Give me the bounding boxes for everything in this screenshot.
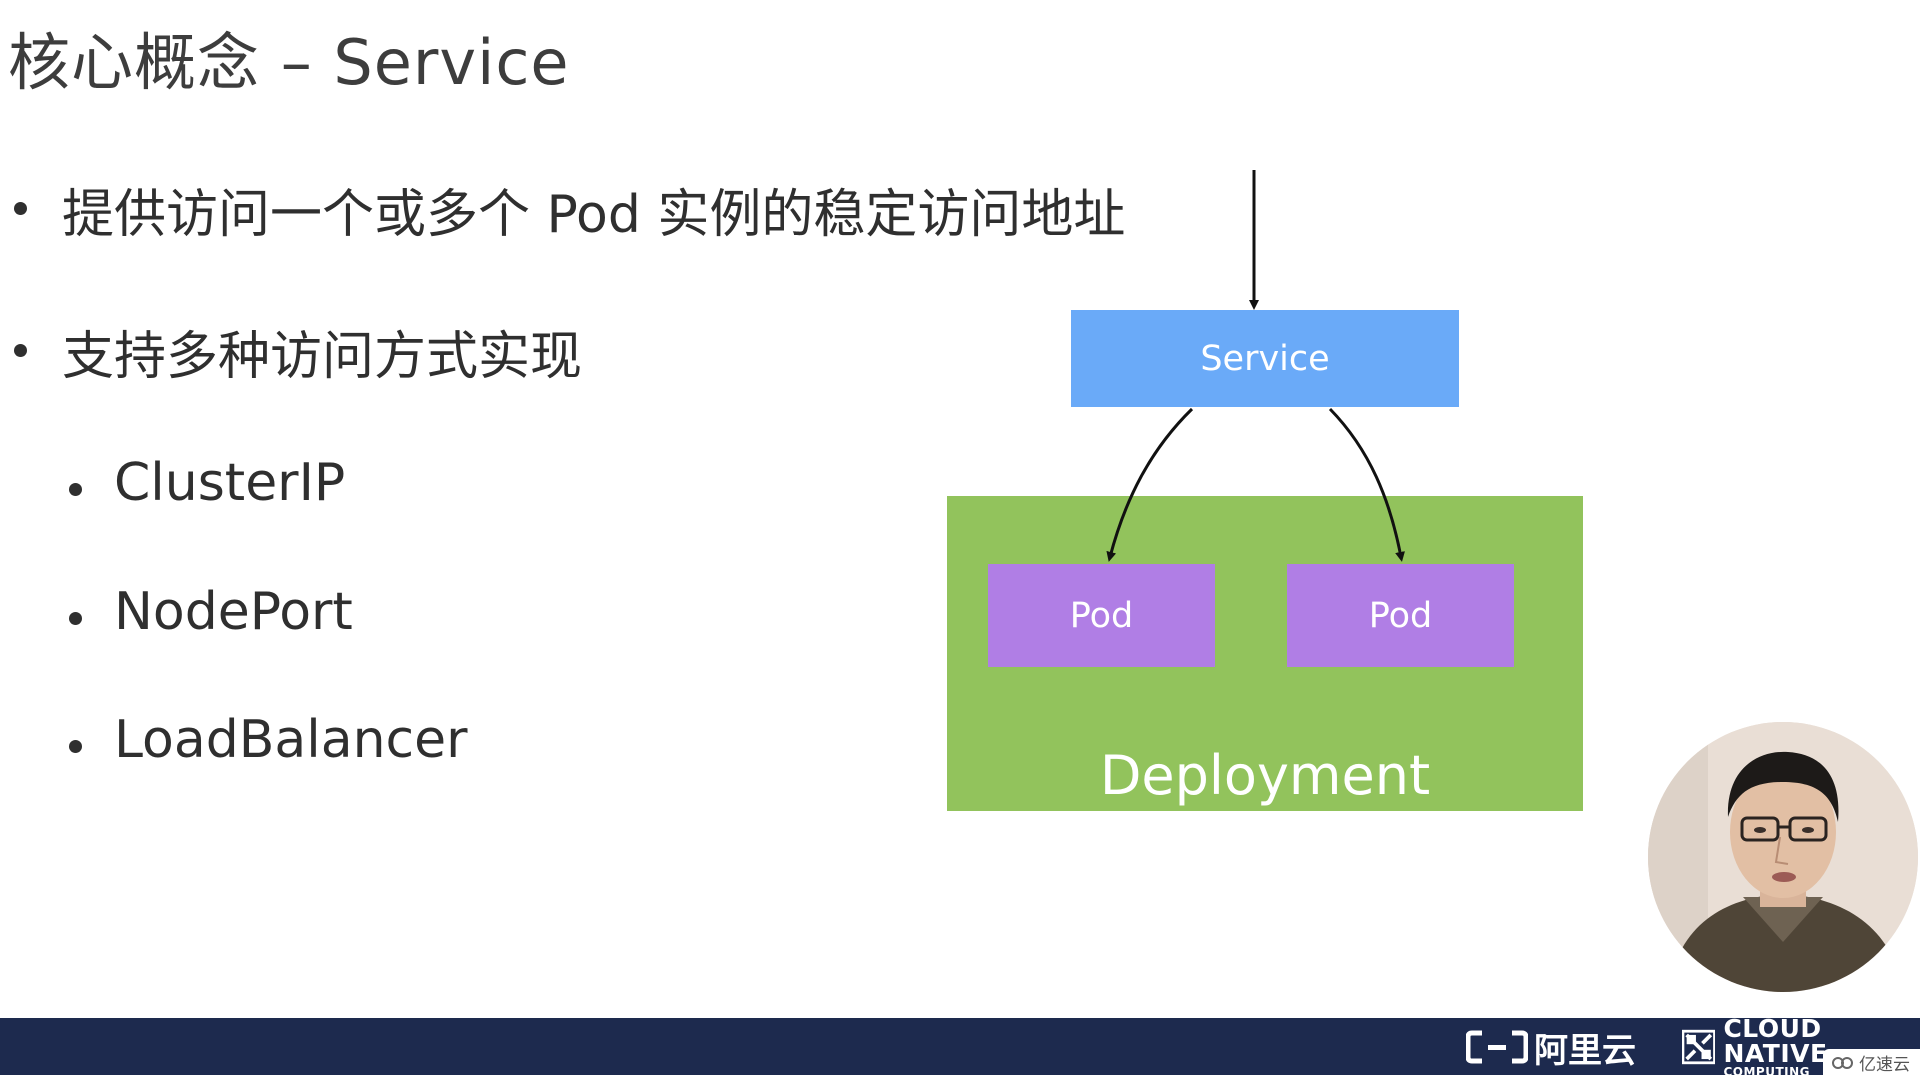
sub-bullet-item: NodePort <box>69 582 353 642</box>
sub-bullet-text: ClusterIP <box>114 453 346 513</box>
bullet-dot <box>69 483 82 496</box>
bullet-text: 支持多种访问方式实现 <box>62 327 583 387</box>
bullet-dot <box>14 344 27 357</box>
bullet-dot <box>14 202 27 215</box>
bullet-item: 提供访问一个或多个 Pod 实例的稳定访问地址 <box>14 172 1126 247</box>
footer-bar: 阿里云 CLOUD NATIVE COMPUTING 亿速云 <box>0 1016 1920 1075</box>
bullet-dot <box>69 740 82 753</box>
service-label: Service <box>1200 338 1330 379</box>
pod-box: Pod <box>1287 564 1514 667</box>
sub-bullet-item: ClusterIP <box>69 453 346 513</box>
sub-bullet-text: NodePort <box>114 582 353 642</box>
cncf-line1: CLOUD NATIVE <box>1723 1014 1828 1068</box>
presenter-icon <box>1648 722 1918 992</box>
bullet-text: 提供访问一个或多个 Pod 实例的稳定访问地址 <box>62 185 1126 245</box>
presenter-avatar <box>1648 722 1918 992</box>
aliyun-icon <box>1466 1030 1528 1064</box>
cncf-line2: COMPUTING <box>1723 1065 1810 1075</box>
aliyun-text: 阿里云 <box>1534 1030 1636 1071</box>
pod-label: Pod <box>1368 595 1433 636</box>
cloud-icon <box>1832 1057 1853 1069</box>
bullet-dot <box>69 612 82 625</box>
cncf-logo: CLOUD NATIVE COMPUTING <box>1682 1016 1920 1075</box>
watermark-text: 亿速云 <box>1859 1054 1910 1075</box>
sub-bullet-text: LoadBalancer <box>114 710 468 770</box>
watermark: 亿速云 <box>1823 1049 1920 1075</box>
cncf-icon <box>1682 1029 1716 1065</box>
sub-bullet-item: LoadBalancer <box>69 710 468 770</box>
bullet-item: 支持多种访问方式实现 <box>14 314 583 389</box>
pod-box: Pod <box>988 564 1215 667</box>
cncf-text: CLOUD NATIVE COMPUTING <box>1723 1016 1920 1075</box>
pod-label: Pod <box>1069 595 1134 636</box>
deployment-label: Deployment <box>1099 744 1431 807</box>
aliyun-logo: 阿里云 <box>1466 1023 1636 1071</box>
service-box: Service <box>1071 310 1459 407</box>
slide-title: 核心概念 – Service <box>8 26 570 99</box>
